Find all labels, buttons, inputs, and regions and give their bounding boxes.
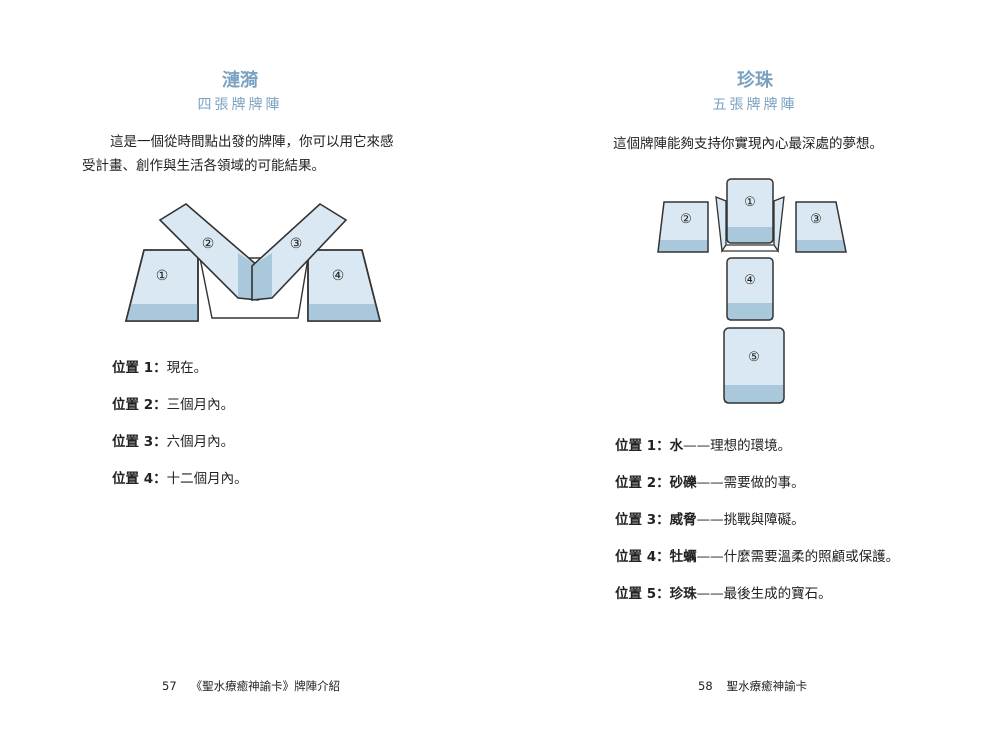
running-title: 聖水療癒神諭卡: [726, 679, 808, 693]
spread-title: 珍珠: [737, 70, 773, 91]
card-1: [726, 178, 774, 244]
position-item: 位置 5：珍珠——最後生成的寶石。: [615, 586, 832, 602]
position-item: 位置 1：水——理想的環境。: [615, 438, 792, 454]
intro-line-2: 受計畫、創作與生活各領域的可能結果。: [82, 158, 325, 174]
card-label-2: ②: [202, 236, 215, 252]
card-label-2: ②: [680, 212, 692, 227]
page-number: 58: [698, 679, 713, 693]
pearl-spread-diagram: ① ② ③ ④ ⑤: [657, 178, 847, 404]
running-title: 《聖水療癒神諭卡》牌陣介紹: [190, 679, 341, 693]
intro-paragraph: 這是一個從時間點出發的牌陣，你可以用它來感 受計畫、創作與生活各領域的可能結果。: [82, 130, 427, 178]
card-3: [251, 203, 348, 301]
intro-line-1: 這是一個從時間點出發的牌陣，你可以用它來感: [110, 134, 394, 150]
position-item: 位置 4：牡蠣——什麼需要溫柔的照顧或保護。: [615, 549, 900, 565]
spread-title: 漣漪: [222, 70, 258, 91]
position-item: 位置 2：砂礫——需要做的事。: [615, 475, 805, 491]
spread-subtitle: 五張牌牌陣: [712, 97, 798, 113]
card-label-1: ①: [156, 268, 169, 284]
card-label-1: ①: [744, 195, 756, 210]
card-label-4: ④: [332, 268, 345, 284]
intro-paragraph: 這個牌陣能夠支持你實現內心最深處的夢想。: [613, 136, 883, 152]
shell-base: [720, 244, 780, 252]
shell-right-flap: [773, 195, 785, 253]
position-list: 位置 1：現在。 位置 2：三個月內。 位置 3：六個月內。 位置 4：十二個月…: [112, 356, 248, 504]
ripple-spread-diagram: ① ② ③ ④: [124, 203, 382, 322]
card-4: [726, 257, 774, 321]
card-label-3: ③: [290, 236, 303, 252]
position-item: 位置 2：三個月內。: [112, 397, 235, 413]
position-item: 位置 3：六個月內。: [112, 434, 235, 450]
spread-subtitle: 四張牌牌陣: [197, 97, 283, 113]
card-2: [657, 201, 709, 253]
shell-left-flap: [715, 195, 727, 253]
page-number: 57: [162, 679, 177, 693]
card-4: [307, 249, 382, 322]
left-page: 漣漪 四張牌牌陣 這是一個從時間點出發的牌陣，你可以用它來感 受計畫、創作與生活…: [82, 70, 427, 694]
card-label-3: ③: [810, 212, 822, 227]
position-item: 位置 4：十二個月內。: [112, 471, 248, 487]
page-footer: 57 《聖水療癒神諭卡》牌陣介紹: [162, 678, 340, 694]
card-1: [124, 249, 199, 322]
position-item: 位置 3：威脅——挑戰與障礙。: [615, 512, 805, 528]
position-list: 位置 1：水——理想的環境。 位置 2：砂礫——需要做的事。 位置 3：威脅——…: [615, 434, 899, 619]
right-page: 珍珠 五張牌牌陣 這個牌陣能夠支持你實現內心最深處的夢想。: [500, 0, 1000, 733]
card-label-4: ④: [744, 273, 756, 288]
card-3: [795, 201, 847, 253]
page-footer: 58 聖水療癒神諭卡: [698, 678, 807, 694]
position-item: 位置 1：現在。: [112, 360, 208, 376]
card-5: [723, 327, 785, 404]
card-label-5: ⑤: [748, 350, 760, 365]
